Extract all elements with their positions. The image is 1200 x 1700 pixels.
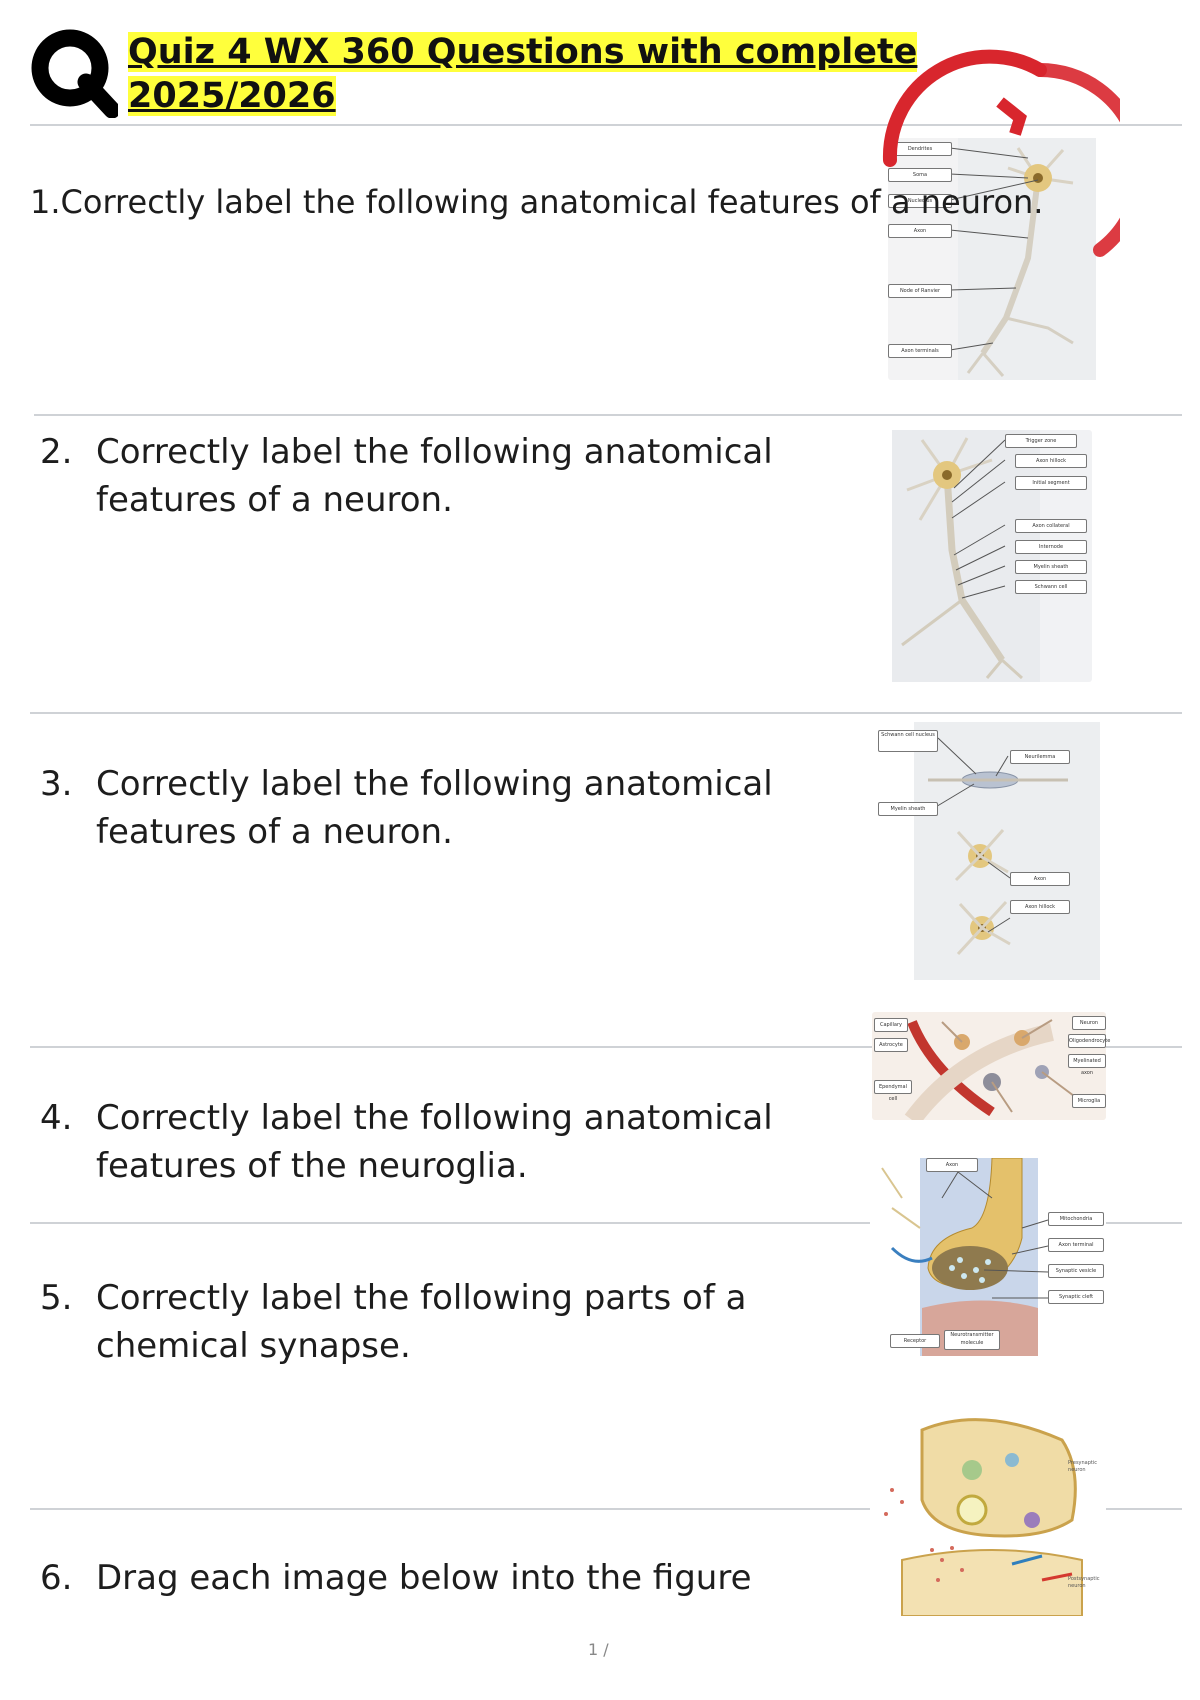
synapse-drag-figure: Presynaptic neuron Postsynaptic neuron [872,1410,1106,1616]
label-neurilemma: Neurilemma [1010,750,1070,764]
document-title: Quiz 4 WX 360 Questions with complete 20… [128,30,918,118]
question-4-number: 4. [40,1098,73,1138]
question-5: 5. Correctly label the following parts o… [40,1274,780,1370]
question-1-text: Correctly label the following anatomical… [60,183,1044,221]
label-myelin-sheath: Myelin sheath [1015,560,1087,574]
question-3-text: Correctly label the following anatomical… [96,764,773,852]
question-2-number: 2. [40,432,73,472]
label-axon-hillock-3: Axon hillock [1010,900,1070,914]
red-circle-watermark-icon [870,40,1147,270]
label-axon-hillock: Axon hillock [1015,454,1087,468]
label-myelin-sheath-3: Myelin sheath [878,802,938,816]
section-divider [30,1222,870,1224]
question-3-number: 3. [40,764,73,804]
title-line-2: 2025/2026 [128,76,336,116]
label-postsynaptic-neuron: Postsynaptic neuron [1068,1576,1100,1589]
question-6-text: Drag each image below into the figure [96,1558,752,1598]
question-5-number: 5. [40,1278,73,1318]
label-ependymal-cell: Ependymal cell [874,1080,912,1102]
page-number: 1 / [588,1640,609,1659]
label-axon-5: Axon [926,1158,978,1172]
section-divider [30,1046,1182,1048]
label-dendrites: Dendrites [888,142,952,156]
label-receptor: Receptor [890,1334,940,1348]
label-mitochondria: Mitochondria [1048,1212,1104,1226]
neuron-figure-1: Dendrites Soma Nucleolus Axon Node of Ra… [888,138,1096,380]
label-axon-3: Axon [1010,872,1070,886]
label-neurotransmitter-molecule: Neurotransmitter molecule [944,1330,1000,1350]
label-astrocyte: Astrocyte [874,1038,908,1052]
section-divider [30,1508,870,1510]
title-line-1: Quiz 4 WX 360 Questions with complete [128,32,918,72]
label-capillary: Capillary [874,1018,908,1032]
label-axon: Axon [888,224,952,238]
label-myelinated-axon: Myelinated axon [1068,1054,1106,1076]
label-neuron: Neuron [1072,1016,1106,1030]
question-5-text: Correctly label the following parts of a… [96,1278,747,1366]
question-1-number: 1. [30,183,61,221]
label-axon-collateral: Axon collateral [1015,519,1087,533]
label-synaptic-cleft: Synaptic cleft [1048,1290,1104,1304]
label-trigger-zone: Trigger zone [1005,434,1077,448]
q-logo-icon [28,22,121,119]
label-presynaptic-neuron: Presynaptic neuron [1068,1460,1098,1473]
neuroglia-figure: Capillary Astrocyte Ependymal cell Neuro… [872,1012,1110,1120]
label-schwann-cell-nucleus: Schwann cell nucleus [878,730,938,752]
label-initial-segment: Initial segment [1015,476,1087,490]
label-oligodendrocyte: Oligodendrocyte [1068,1034,1110,1048]
label-soma: Soma [888,168,952,182]
label-schwann-cell: Schwann cell [1015,580,1087,594]
question-6: 6. Drag each image below into the figure [40,1554,840,1602]
question-4-text: Correctly label the following anatomical… [96,1098,773,1186]
question-2: 2. Correctly label the following anatomi… [40,428,780,524]
label-synaptic-vesicle: Synaptic vesicle [1048,1264,1104,1278]
label-microglia: Microglia [1072,1094,1106,1108]
label-axon-terminal: Axon terminal [1048,1238,1104,1252]
label-node-of-ranvier: Node of Ranvier [888,284,952,298]
label-nucleolus: Nucleolus [888,194,952,208]
neuron-figure-2: Trigger zone Axon hillock Initial segmen… [892,430,1092,682]
question-3: 3. Correctly label the following anatomi… [40,760,780,856]
section-divider [1106,1508,1182,1510]
question-4: 4. Correctly label the following anatomi… [40,1094,780,1190]
section-divider [1100,1222,1182,1224]
section-divider [30,712,1182,714]
question-2-text: Correctly label the following anatomical… [96,432,773,520]
section-divider [30,124,1182,126]
neuron-figure-3: Schwann cell nucleus Neurilemma Myelin s… [878,722,1100,980]
label-internode: Internode [1015,540,1087,554]
label-axon-terminals: Axon terminals [888,344,952,358]
question-6-number: 6. [40,1558,73,1598]
section-divider [34,414,1182,416]
question-1: 1.Correctly label the following anatomic… [30,178,1043,226]
chemical-synapse-figure: Axon Mitochondria Axon terminal Synaptic… [872,1158,1106,1356]
